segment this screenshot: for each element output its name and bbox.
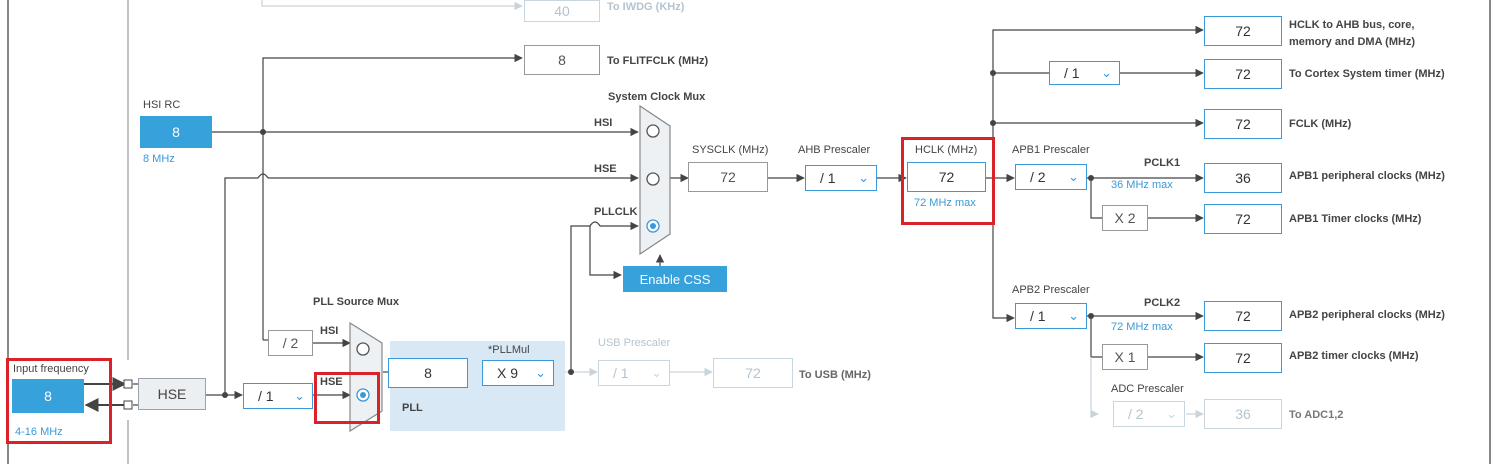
output-apb2-timer-label: APB2 timer clocks (MHz) xyxy=(1289,350,1419,362)
hclk-max: 72 MHz max xyxy=(914,197,976,209)
pll-mux-hsi-label: HSI xyxy=(320,325,339,337)
output-cortex-value: 72 xyxy=(1204,59,1282,89)
input-frequency-title: Input frequency xyxy=(13,363,89,375)
highlight-hclk xyxy=(901,137,995,225)
ahb-prescaler-title: AHB Prescaler xyxy=(798,144,871,156)
apb1-max: 36 MHz max xyxy=(1111,179,1173,191)
chevron-down-icon: ⌄ xyxy=(1166,406,1177,421)
sysclk-mux-title: System Clock Mux xyxy=(608,91,706,103)
usb-prescaler-title: USB Prescaler xyxy=(598,337,671,349)
iwdg-label: To IWDG (KHz) xyxy=(607,1,685,13)
sysclk-mux-hsi-radio xyxy=(646,124,660,138)
output-fclk-value: 72 xyxy=(1204,109,1282,139)
chevron-down-icon: ⌄ xyxy=(1068,308,1079,323)
apb2-timer-mul: X 1 xyxy=(1102,344,1148,370)
sysclk-mux-hse-radio xyxy=(646,172,660,186)
ahb-prescaler-select[interactable]: / 1 ⌄ xyxy=(805,165,877,191)
output-apb1-timer-value: 72 xyxy=(1204,204,1282,234)
chevron-down-icon: ⌄ xyxy=(1101,65,1112,80)
pll-mux-hsi-radio xyxy=(356,342,370,356)
output-hclk-ahb-label-1: HCLK to AHB bus, core, xyxy=(1289,19,1415,31)
adc-label: To ADC1,2 xyxy=(1289,409,1344,421)
sysclk-mux-hsi-label: HSI xyxy=(594,117,613,129)
apb2-prescaler-select[interactable]: / 1 ⌄ xyxy=(1015,303,1087,329)
enable-css-button[interactable]: Enable CSS xyxy=(623,266,727,292)
hsi-value: 8 xyxy=(140,116,212,148)
chevron-down-icon: ⌄ xyxy=(1068,169,1079,184)
usb-label: To USB (MHz) xyxy=(799,369,871,381)
flitf-label: To FLITFCLK (MHz) xyxy=(607,55,709,67)
sysclk-title: SYSCLK (MHz) xyxy=(692,144,769,156)
input-frequency-field[interactable]: 8 xyxy=(12,379,84,413)
output-hclk-ahb-value: 72 xyxy=(1204,16,1282,46)
pll-mul-value: X 9 xyxy=(497,365,519,381)
pll-input-value: 8 xyxy=(388,358,468,388)
apb1-prescaler-value: / 2 xyxy=(1030,169,1046,185)
cortex-divider-value: / 1 xyxy=(1064,65,1080,81)
hsi-div2-box: / 2 xyxy=(268,330,313,356)
highlight-input-frequency xyxy=(6,358,112,444)
pll-source-mux-title: PLL Source Mux xyxy=(313,296,399,308)
hse-prediv-value: / 1 xyxy=(258,388,274,404)
output-apb2-periph-value: 72 xyxy=(1204,301,1282,331)
usb-prescaler-select[interactable]: / 1 ⌄ xyxy=(598,360,670,386)
hclk-field[interactable]: 72 xyxy=(907,162,986,192)
output-apb2-timer-value: 72 xyxy=(1204,343,1282,373)
pclk2-label: PCLK2 xyxy=(1144,297,1181,309)
pll-mul-select[interactable]: X 9 ⌄ xyxy=(482,360,554,386)
iwdg-value: 40 xyxy=(524,0,600,22)
adc-value: 36 xyxy=(1204,399,1282,429)
pll-mux-hse-label: HSE xyxy=(320,376,343,388)
ahb-prescaler-value: / 1 xyxy=(820,170,836,186)
apb1-timer-mul: X 2 xyxy=(1102,205,1148,231)
apb1-prescaler-select[interactable]: / 2 ⌄ xyxy=(1015,164,1087,190)
output-cortex-label: To Cortex System timer (MHz) xyxy=(1289,68,1445,80)
flitf-value: 8 xyxy=(524,45,600,75)
apb1-prescaler-title: APB1 Prescaler xyxy=(1012,144,1090,156)
sysclk-mux-hse-label: HSE xyxy=(594,163,617,175)
output-hclk-ahb-label-2: memory and DMA (MHz) xyxy=(1289,36,1416,48)
hclk-title: HCLK (MHz) xyxy=(915,144,978,156)
usb-value: 72 xyxy=(713,358,793,388)
usb-prescaler-value: / 1 xyxy=(613,365,629,381)
apb2-max: 72 MHz max xyxy=(1111,321,1173,333)
pll-label: PLL xyxy=(402,402,423,414)
adc-prescaler-select[interactable]: / 2 ⌄ xyxy=(1113,401,1185,427)
output-apb2-periph-label: APB2 peripheral clocks (MHz) xyxy=(1289,309,1445,321)
pll-mul-title: *PLLMul xyxy=(488,344,530,356)
pclk1-label: PCLK1 xyxy=(1144,157,1181,169)
sysclk-value: 72 xyxy=(688,162,768,192)
sysclk-mux-pllclk-label: PLLCLK xyxy=(594,206,638,218)
output-apb1-periph-label: APB1 peripheral clocks (MHz) xyxy=(1289,170,1445,182)
input-frequency-range: 4-16 MHz xyxy=(15,426,63,438)
hse-box: HSE xyxy=(138,378,206,410)
chevron-down-icon: ⌄ xyxy=(858,170,869,185)
chevron-down-icon: ⌄ xyxy=(535,365,546,380)
adc-prescaler-value: / 2 xyxy=(1128,406,1144,422)
output-apb1-timer-label: APB1 Timer clocks (MHz) xyxy=(1289,213,1422,225)
apb2-prescaler-value: / 1 xyxy=(1030,308,1046,324)
hsi-freq: 8 MHz xyxy=(143,153,175,165)
hse-prediv-select[interactable]: / 1 ⌄ xyxy=(243,383,313,409)
chevron-down-icon: ⌄ xyxy=(294,388,305,403)
output-apb1-periph-value: 36 xyxy=(1204,163,1282,193)
apb2-prescaler-title: APB2 Prescaler xyxy=(1012,284,1090,296)
chevron-down-icon: ⌄ xyxy=(651,365,662,380)
output-fclk-label: FCLK (MHz) xyxy=(1289,118,1352,130)
hsi-title: HSI RC xyxy=(143,99,181,111)
highlight-pll-source-hse xyxy=(314,372,380,424)
adc-prescaler-title: ADC Prescaler xyxy=(1111,383,1184,395)
cortex-divider-select[interactable]: / 1 ⌄ xyxy=(1049,61,1120,85)
